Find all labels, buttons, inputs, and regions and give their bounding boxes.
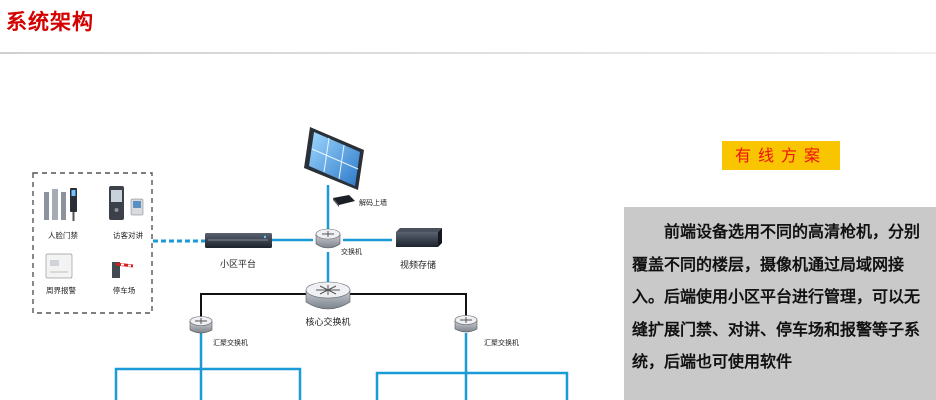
decoder-label: 解码上墙 xyxy=(359,198,387,207)
visitor-intercom-icon xyxy=(109,186,144,220)
decoder-icon xyxy=(333,195,355,207)
aggregation-switch-right-icon xyxy=(454,315,478,333)
description-panel: 前端设备选用不同的高清枪机，分别覆盖不同的楼层，摄像机通过局域网接入。后端使用小… xyxy=(624,207,936,400)
switch-icon xyxy=(315,228,341,249)
face-access-label: 人脸门禁 xyxy=(48,230,78,240)
video-wall-icon xyxy=(304,127,364,190)
aggregation-switch-left-icon xyxy=(189,316,213,334)
aggregation-switch-right-label: 汇聚交换机 xyxy=(484,338,519,347)
description-text: 前端设备选用不同的高清枪机，分别覆盖不同的楼层，摄像机通过局域网接入。后端使用小… xyxy=(632,222,921,371)
video-storage-nvr-icon xyxy=(396,228,442,247)
switch-label: 交换机 xyxy=(341,247,362,256)
core-switch-label: 核心交换机 xyxy=(305,316,350,328)
visitor-intercom-label: 访客对讲 xyxy=(113,230,143,240)
community-platform-label: 小区平台 xyxy=(220,258,256,270)
perimeter-alarm-label: 周界报警 xyxy=(46,285,76,295)
perimeter-alarm-icon xyxy=(45,253,73,279)
aggregation-switch-left-label: 汇聚交换机 xyxy=(213,338,248,347)
parking-label: 停车场 xyxy=(113,285,136,295)
connection-links xyxy=(114,185,569,400)
core-switch-icon xyxy=(305,281,351,310)
face-access-gate-icon xyxy=(44,188,77,221)
page-title: 系统架构 xyxy=(6,10,94,34)
parking-barrier-icon xyxy=(112,262,134,278)
subsystem-group-frame xyxy=(32,172,153,314)
wired-solution-badge: 有线方案 xyxy=(722,141,840,170)
network-diagram: 解码上墙 小区平台 交换机 视频存储 核心交换机 汇聚交换机 汇聚交换机 xyxy=(32,127,569,400)
title-divider xyxy=(0,52,936,54)
community-platform-server-icon xyxy=(205,233,272,248)
video-storage-label: 视频存储 xyxy=(400,259,436,271)
